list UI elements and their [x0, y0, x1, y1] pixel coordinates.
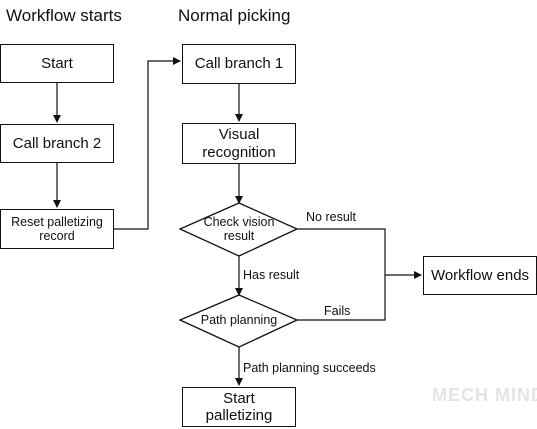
- start-palletizing-node: Start palletizing: [182, 387, 296, 427]
- start-node: Start: [0, 44, 114, 83]
- reset-palletizing-record-label: Reset palletizing record: [11, 214, 103, 243]
- call-branch-2-label: Call branch 2: [12, 134, 102, 152]
- start-node-label: Start: [41, 54, 73, 72]
- call-branch-2-node: Call branch 2: [0, 124, 114, 163]
- workflow-ends-label: Workflow ends: [430, 266, 530, 284]
- arrow-no-result-to-workflow-ends: [297, 228, 422, 279]
- check-vision-result-diamond: [178, 202, 299, 257]
- edge-label-has-result: Has result: [243, 268, 300, 282]
- check-vision-result-label: Check vision result: [203, 215, 275, 243]
- edge-label-path-planning-succeeds: Path planning succeeds: [243, 361, 376, 375]
- arrow-reset-to-call-branch-1: [114, 57, 181, 230]
- start-palletizing-label: Start palletizing: [205, 389, 273, 424]
- visual-recognition-label: Visual recognition: [202, 126, 276, 161]
- heading-workflow-starts: Workflow starts: [6, 6, 122, 25]
- visual-recognition-node: Visual recognition: [182, 123, 296, 164]
- heading-normal-picking: Normal picking: [178, 6, 291, 25]
- path-planning-label: Path planning: [200, 313, 278, 328]
- edge-label-no-result: No result: [306, 210, 357, 224]
- line-fails: [297, 275, 386, 321]
- reset-palletizing-record-node: Reset palletizing record: [0, 209, 114, 249]
- mech-mind-watermark: MECH MIND: [432, 385, 537, 405]
- call-branch-1-node: Call branch 1: [182, 44, 296, 84]
- path-planning-diamond: [178, 294, 299, 348]
- call-branch-1-label: Call branch 1: [194, 55, 284, 73]
- workflow-ends-node: Workflow ends: [423, 256, 537, 295]
- edge-label-fails: Fails: [324, 304, 351, 318]
